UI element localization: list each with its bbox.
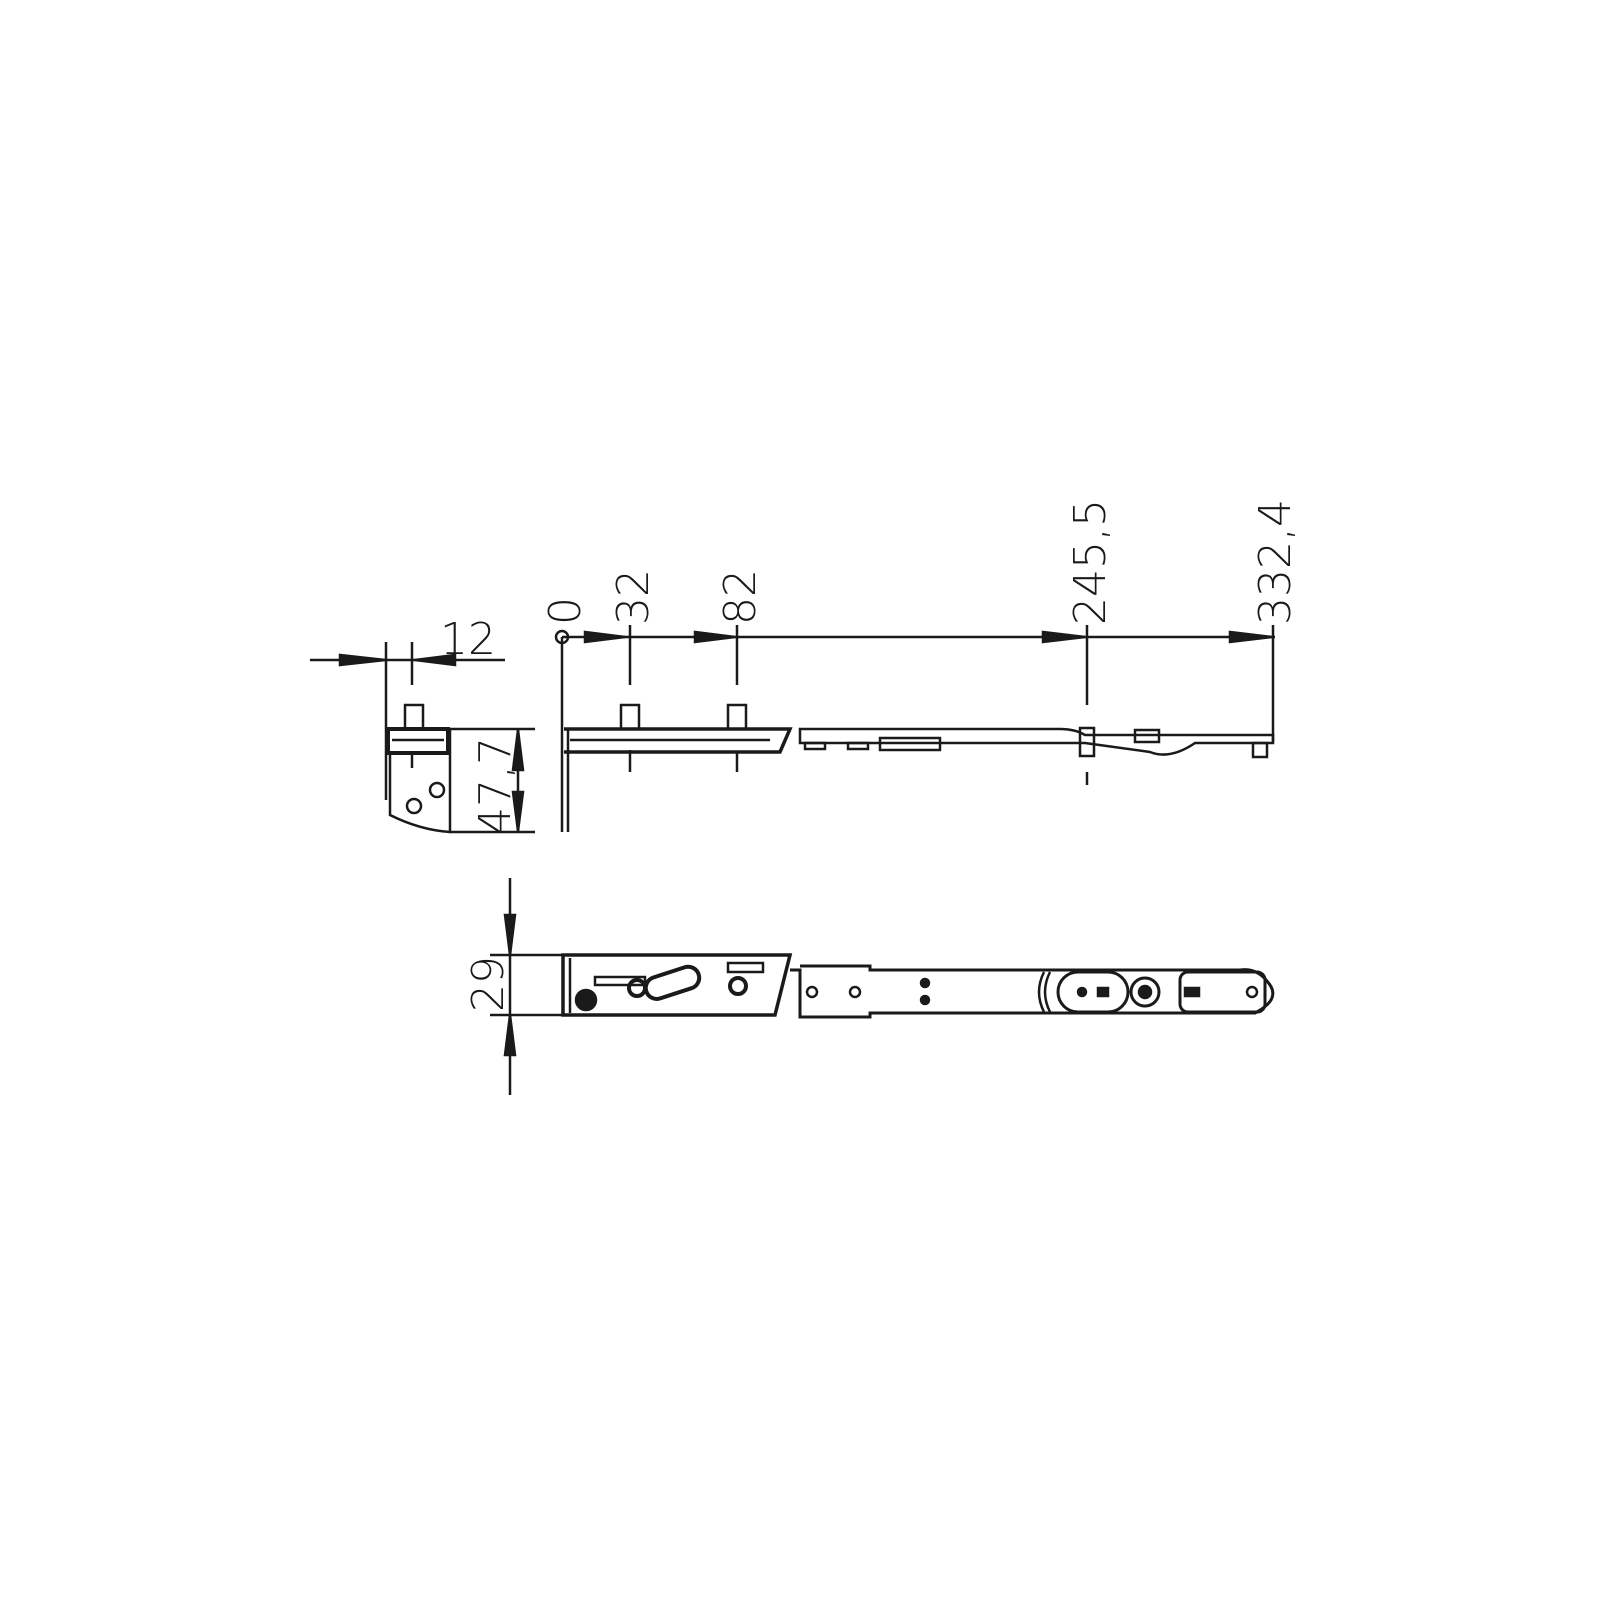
dim-label-height-47-7: 47,7: [470, 737, 521, 835]
side-view: [310, 642, 535, 834]
dim-label-pos-332-4: 332,4: [1250, 499, 1301, 625]
dim-label-pos-32: 32: [608, 569, 659, 625]
front-view: [554, 625, 1275, 832]
dim-label-origin-0: 0: [540, 597, 591, 625]
dim-label-pos-245-5: 245,5: [1065, 499, 1116, 625]
plan-view: [490, 878, 1275, 1095]
dim-label-pos-82: 82: [715, 569, 766, 625]
dim-label-height-29: 29: [463, 956, 514, 1012]
dim-label-width-12: 12: [440, 614, 496, 665]
